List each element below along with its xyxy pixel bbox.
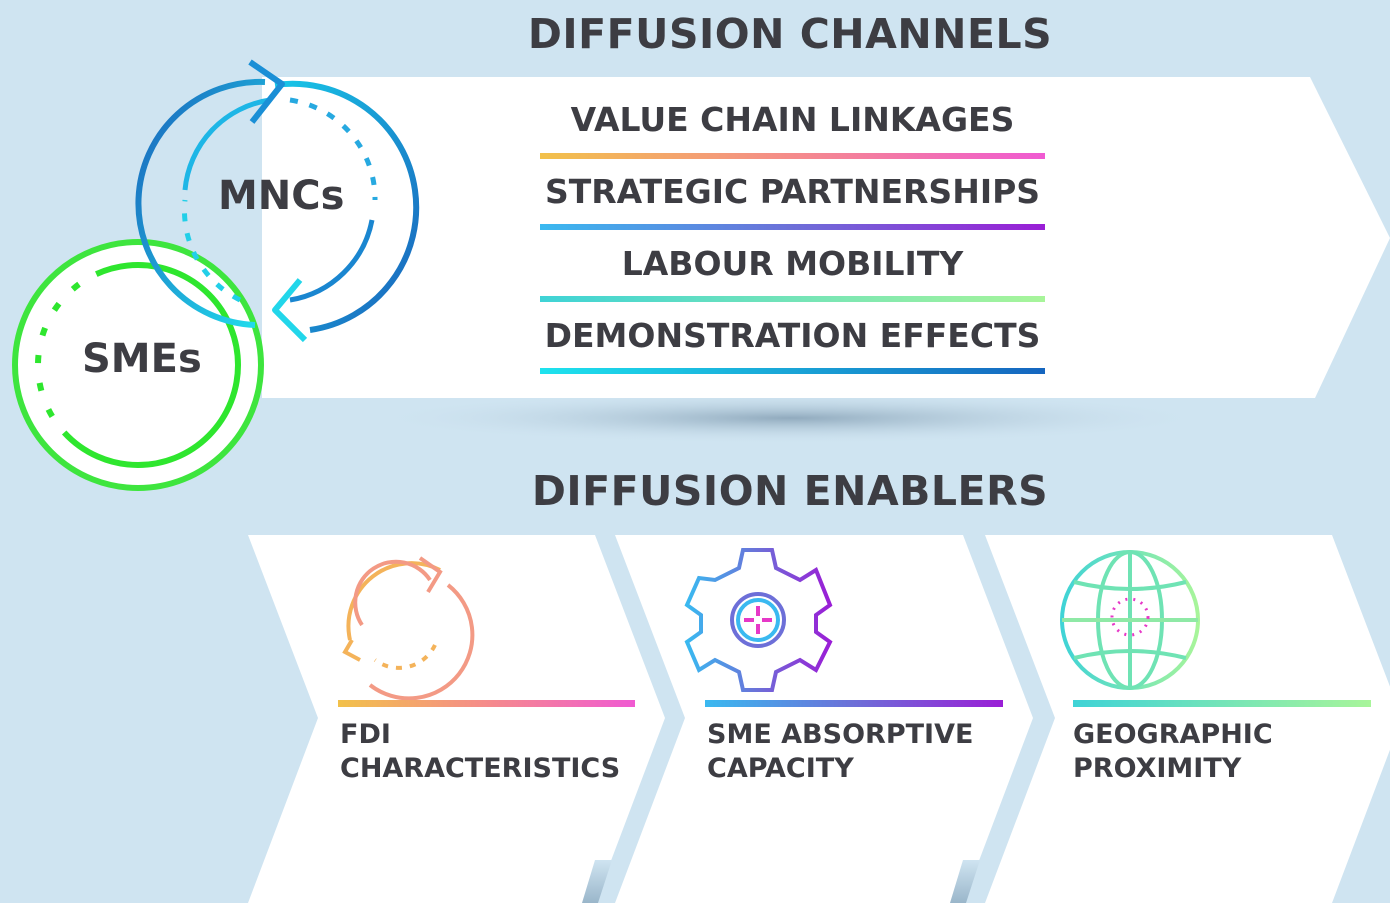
mncs-cycle-icon — [135, 59, 420, 343]
enabler-fdi-characteristics: FDI CHARACTERISTICS — [340, 718, 640, 786]
enabler-label-line1: SME ABSORPTIVE — [707, 719, 974, 750]
smes-cycle-icon — [12, 239, 264, 491]
globe-icon — [1060, 550, 1200, 690]
channel-underline-2 — [540, 224, 1045, 230]
enabler-geographic-proximity: GEOGRAPHIC PROXIMITY — [1073, 718, 1373, 786]
smes-label: SMEs — [82, 336, 202, 382]
channels-title: DIFFUSION CHANNELS — [527, 10, 1053, 58]
channel-labour-mobility: LABOUR MOBILITY — [621, 244, 964, 283]
banner-shadow — [370, 392, 1210, 444]
channel-underline-3 — [540, 296, 1045, 302]
enabler-underline-3 — [1073, 700, 1371, 707]
channel-demonstration-effects: DEMONSTRATION EFFECTS — [544, 316, 1041, 355]
enabler-sme-absorptive-capacity: SME ABSORPTIVE CAPACITY — [707, 718, 1007, 786]
enabler-label-line2: PROXIMITY — [1073, 753, 1242, 784]
mncs-label: MNCs — [218, 173, 345, 219]
enabler-underline-1 — [338, 700, 635, 707]
enabler-chevron-1 — [248, 535, 665, 903]
cycle-arrows-icon — [342, 556, 475, 701]
channel-value-chain-linkages: VALUE CHAIN LINKAGES — [570, 100, 1015, 139]
gear-icon — [684, 548, 833, 692]
enabler-underline-2 — [705, 700, 1003, 707]
enabler-label-line1: GEOGRAPHIC — [1073, 719, 1273, 750]
enabler-chevron-3 — [985, 535, 1390, 903]
enabler-label-line2: CAPACITY — [707, 753, 854, 784]
channel-underline-1 — [540, 153, 1045, 159]
enabler-label-line2: CHARACTERISTICS — [340, 753, 621, 784]
enablers-title: DIFFUSION ENABLERS — [531, 467, 1049, 515]
chevron-shade-1 — [582, 860, 612, 903]
channel-strategic-partnerships: STRATEGIC PARTNERSHIPS — [544, 172, 1041, 211]
enabler-chevron-2 — [615, 535, 1033, 903]
channel-underline-4 — [540, 368, 1045, 374]
enabler-label-line1: FDI — [340, 719, 391, 750]
chevron-shade-2 — [950, 860, 980, 903]
